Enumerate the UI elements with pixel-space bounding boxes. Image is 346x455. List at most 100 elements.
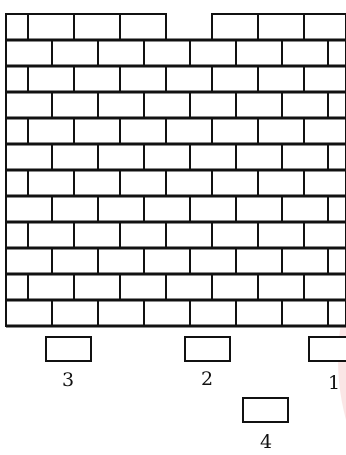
wall-brick [282,92,328,118]
wall-brick [282,196,328,222]
wall-brick [258,118,304,144]
wall-brick [190,300,236,326]
option-label-2: 2 [201,368,213,390]
option-brick-1[interactable] [309,337,346,361]
wall-brick [74,170,120,196]
wall-brick [328,144,346,170]
wall-brick [282,144,328,170]
wall-brick [28,118,74,144]
wall-brick [74,118,120,144]
option-label-1: 1 [328,372,340,394]
wall-brick [28,170,74,196]
wall-brick [6,118,28,144]
wall-brick [166,170,212,196]
wall-brick [6,300,52,326]
wall-brick [304,66,346,92]
wall-brick [166,222,212,248]
wall-brick [52,144,98,170]
wall-brick [258,66,304,92]
wall-brick [120,222,166,248]
wall-brick [52,196,98,222]
wall-brick [328,196,346,222]
wall-brick [6,40,52,66]
wall-brick [190,248,236,274]
wall-brick [190,196,236,222]
wall-brick [166,66,212,92]
wall-brick [144,40,190,66]
wall-brick [144,248,190,274]
option-label-4: 4 [260,431,272,453]
wall-brick [120,118,166,144]
wall-brick [52,248,98,274]
wall-brick [212,274,258,300]
option-label-3: 3 [62,369,74,391]
wall-brick [304,170,346,196]
option-brick-3[interactable] [46,337,91,361]
wall-brick [120,66,166,92]
wall-brick [98,40,144,66]
wall-brick [190,92,236,118]
wall-brick [144,144,190,170]
wall-brick [190,144,236,170]
wall-brick [6,196,52,222]
wall-brick [236,144,282,170]
wall-brick [98,92,144,118]
wall-brick [258,274,304,300]
wall-brick [236,300,282,326]
wall-brick [212,118,258,144]
wall-brick [328,92,346,118]
wall-brick [212,66,258,92]
wall-brick [6,222,28,248]
wall-brick [328,248,346,274]
wall-brick [190,40,236,66]
wall-brick [52,92,98,118]
option-brick-4[interactable] [243,398,288,422]
wall-brick [98,144,144,170]
wall-brick [98,300,144,326]
wall-brick [98,196,144,222]
wall-brick [98,248,144,274]
wall-brick [212,14,258,40]
wall-brick [328,40,346,66]
wall-brick [166,274,212,300]
wall-brick [282,248,328,274]
wall-brick [6,170,28,196]
option-2[interactable]: 2 [185,337,230,390]
wall-brick [28,66,74,92]
wall-brick [236,40,282,66]
wall-brick [120,274,166,300]
wall-brick [236,248,282,274]
option-4[interactable]: 4 [243,398,288,453]
wall-brick [212,170,258,196]
wall-brick [304,118,346,144]
wall-brick [6,66,28,92]
wall-brick [28,14,74,40]
wall-brick [304,274,346,300]
wall-brick [236,196,282,222]
wall-brick [120,170,166,196]
brick-wall [6,14,346,326]
wall-brick [52,40,98,66]
option-3[interactable]: 3 [46,337,91,391]
wall-brick [328,300,346,326]
wall-brick [166,118,212,144]
wall-brick [144,92,190,118]
wall-brick [120,14,166,40]
option-brick-2[interactable] [185,337,230,361]
wall-brick [6,248,52,274]
wall-brick [144,300,190,326]
wall-brick [6,144,52,170]
wall-brick [74,274,120,300]
wall-brick [28,222,74,248]
wall-brick [236,92,282,118]
wall-brick [212,222,258,248]
wall-brick [6,274,28,300]
wall-brick [258,222,304,248]
wall-brick [282,40,328,66]
wall-brick [258,170,304,196]
wall-brick [258,14,304,40]
wall-brick [6,92,52,118]
wall-brick [52,300,98,326]
wall-brick [304,14,346,40]
